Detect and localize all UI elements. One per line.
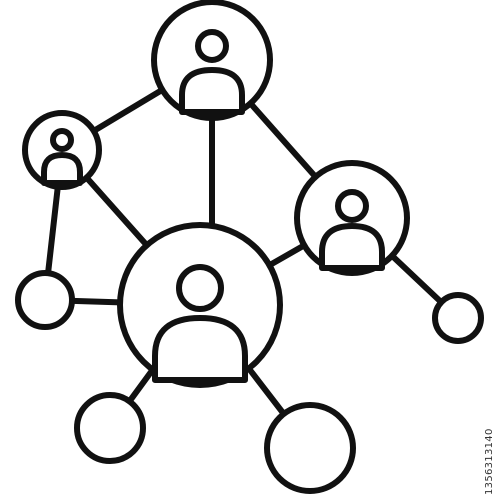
user-icon: [179, 29, 245, 115]
user-icon: [41, 128, 83, 186]
user-node-center: [117, 222, 283, 388]
user-node-left: [22, 110, 102, 190]
stock-image-id: 1356313140: [484, 428, 495, 495]
user-icon: [319, 189, 385, 271]
user-node-right: [294, 160, 410, 276]
plain-node-left-small: [15, 270, 75, 330]
user-icon: [152, 264, 248, 383]
user-node-top: [151, 0, 273, 121]
plain-node-right-small: [432, 292, 484, 344]
plain-node-bottom-left: [74, 392, 146, 464]
plain-node-bottom-right: [264, 402, 356, 494]
